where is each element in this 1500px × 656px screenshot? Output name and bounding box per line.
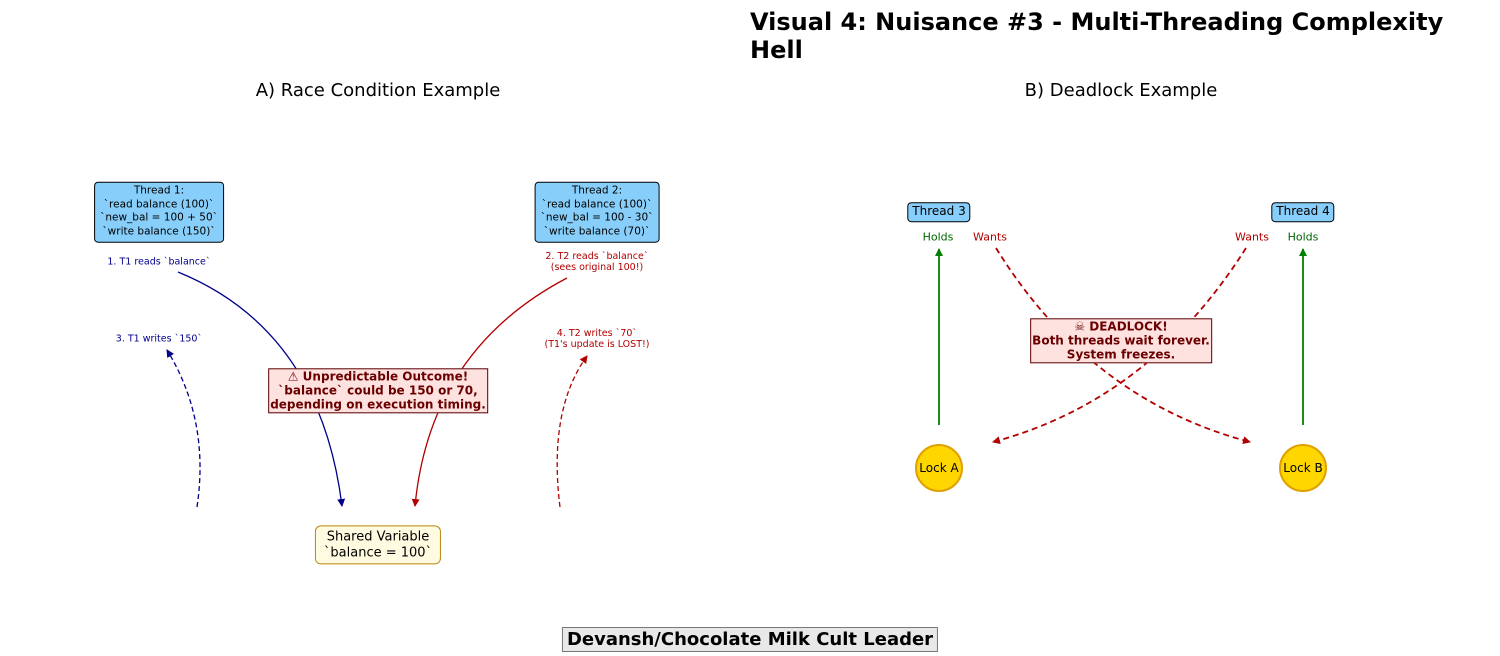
page-title: Visual 4: Nuisance #3 - Multi-Threading …: [750, 8, 1444, 64]
arrow-t1-reads: [177, 271, 346, 507]
arrow-thread4-wants-lock-a: [992, 247, 1247, 445]
wants-label-left: Wants: [973, 230, 1007, 244]
race-warning-box: ⚠ Unpredictable Outcome! `balance` could…: [268, 368, 488, 414]
wants-label-right: Wants: [1235, 230, 1269, 244]
panel-a-title: A) Race Condition Example: [255, 80, 501, 101]
thread-3-box: Thread 3: [907, 202, 971, 222]
panel-b-title: B) Deadlock Example: [1024, 80, 1218, 101]
thread-4-box: Thread 4: [1271, 202, 1335, 222]
step-1-label: 1. T1 reads `balance`: [107, 256, 211, 268]
thread-1-box: Thread 1: `read balance (100)` `new_bal …: [94, 181, 224, 243]
step-2-label: 2. T2 reads `balance` (sees original 100…: [545, 251, 649, 273]
step-4-label: 4. T2 writes `70` (T1's update is LOST!): [544, 328, 650, 350]
holds-label-right: Holds: [1287, 230, 1319, 244]
arrow-thread3-wants-lock-b: [995, 247, 1251, 445]
arrow-t2-writes: [556, 355, 588, 508]
lock-b-label: Lock B: [1283, 461, 1323, 475]
footer-credit: Devansh/Chocolate Milk Cult Leader: [561, 627, 939, 652]
lock-a-label: Lock A: [919, 461, 959, 475]
lock-a-node: Lock A: [915, 444, 963, 492]
shared-variable-box: Shared Variable `balance = 100`: [314, 525, 442, 565]
arrow-t1-writes: [166, 349, 201, 508]
deadlock-warning-box: ☠ DEADLOCK! Both threads wait forever. S…: [1030, 318, 1212, 364]
lock-b-node: Lock B: [1279, 444, 1327, 492]
thread-2-box: Thread 2: `read balance (100)` `new_bal …: [534, 181, 660, 243]
holds-label-left: Holds: [922, 230, 954, 244]
step-3-label: 3. T1 writes `150`: [115, 333, 203, 345]
